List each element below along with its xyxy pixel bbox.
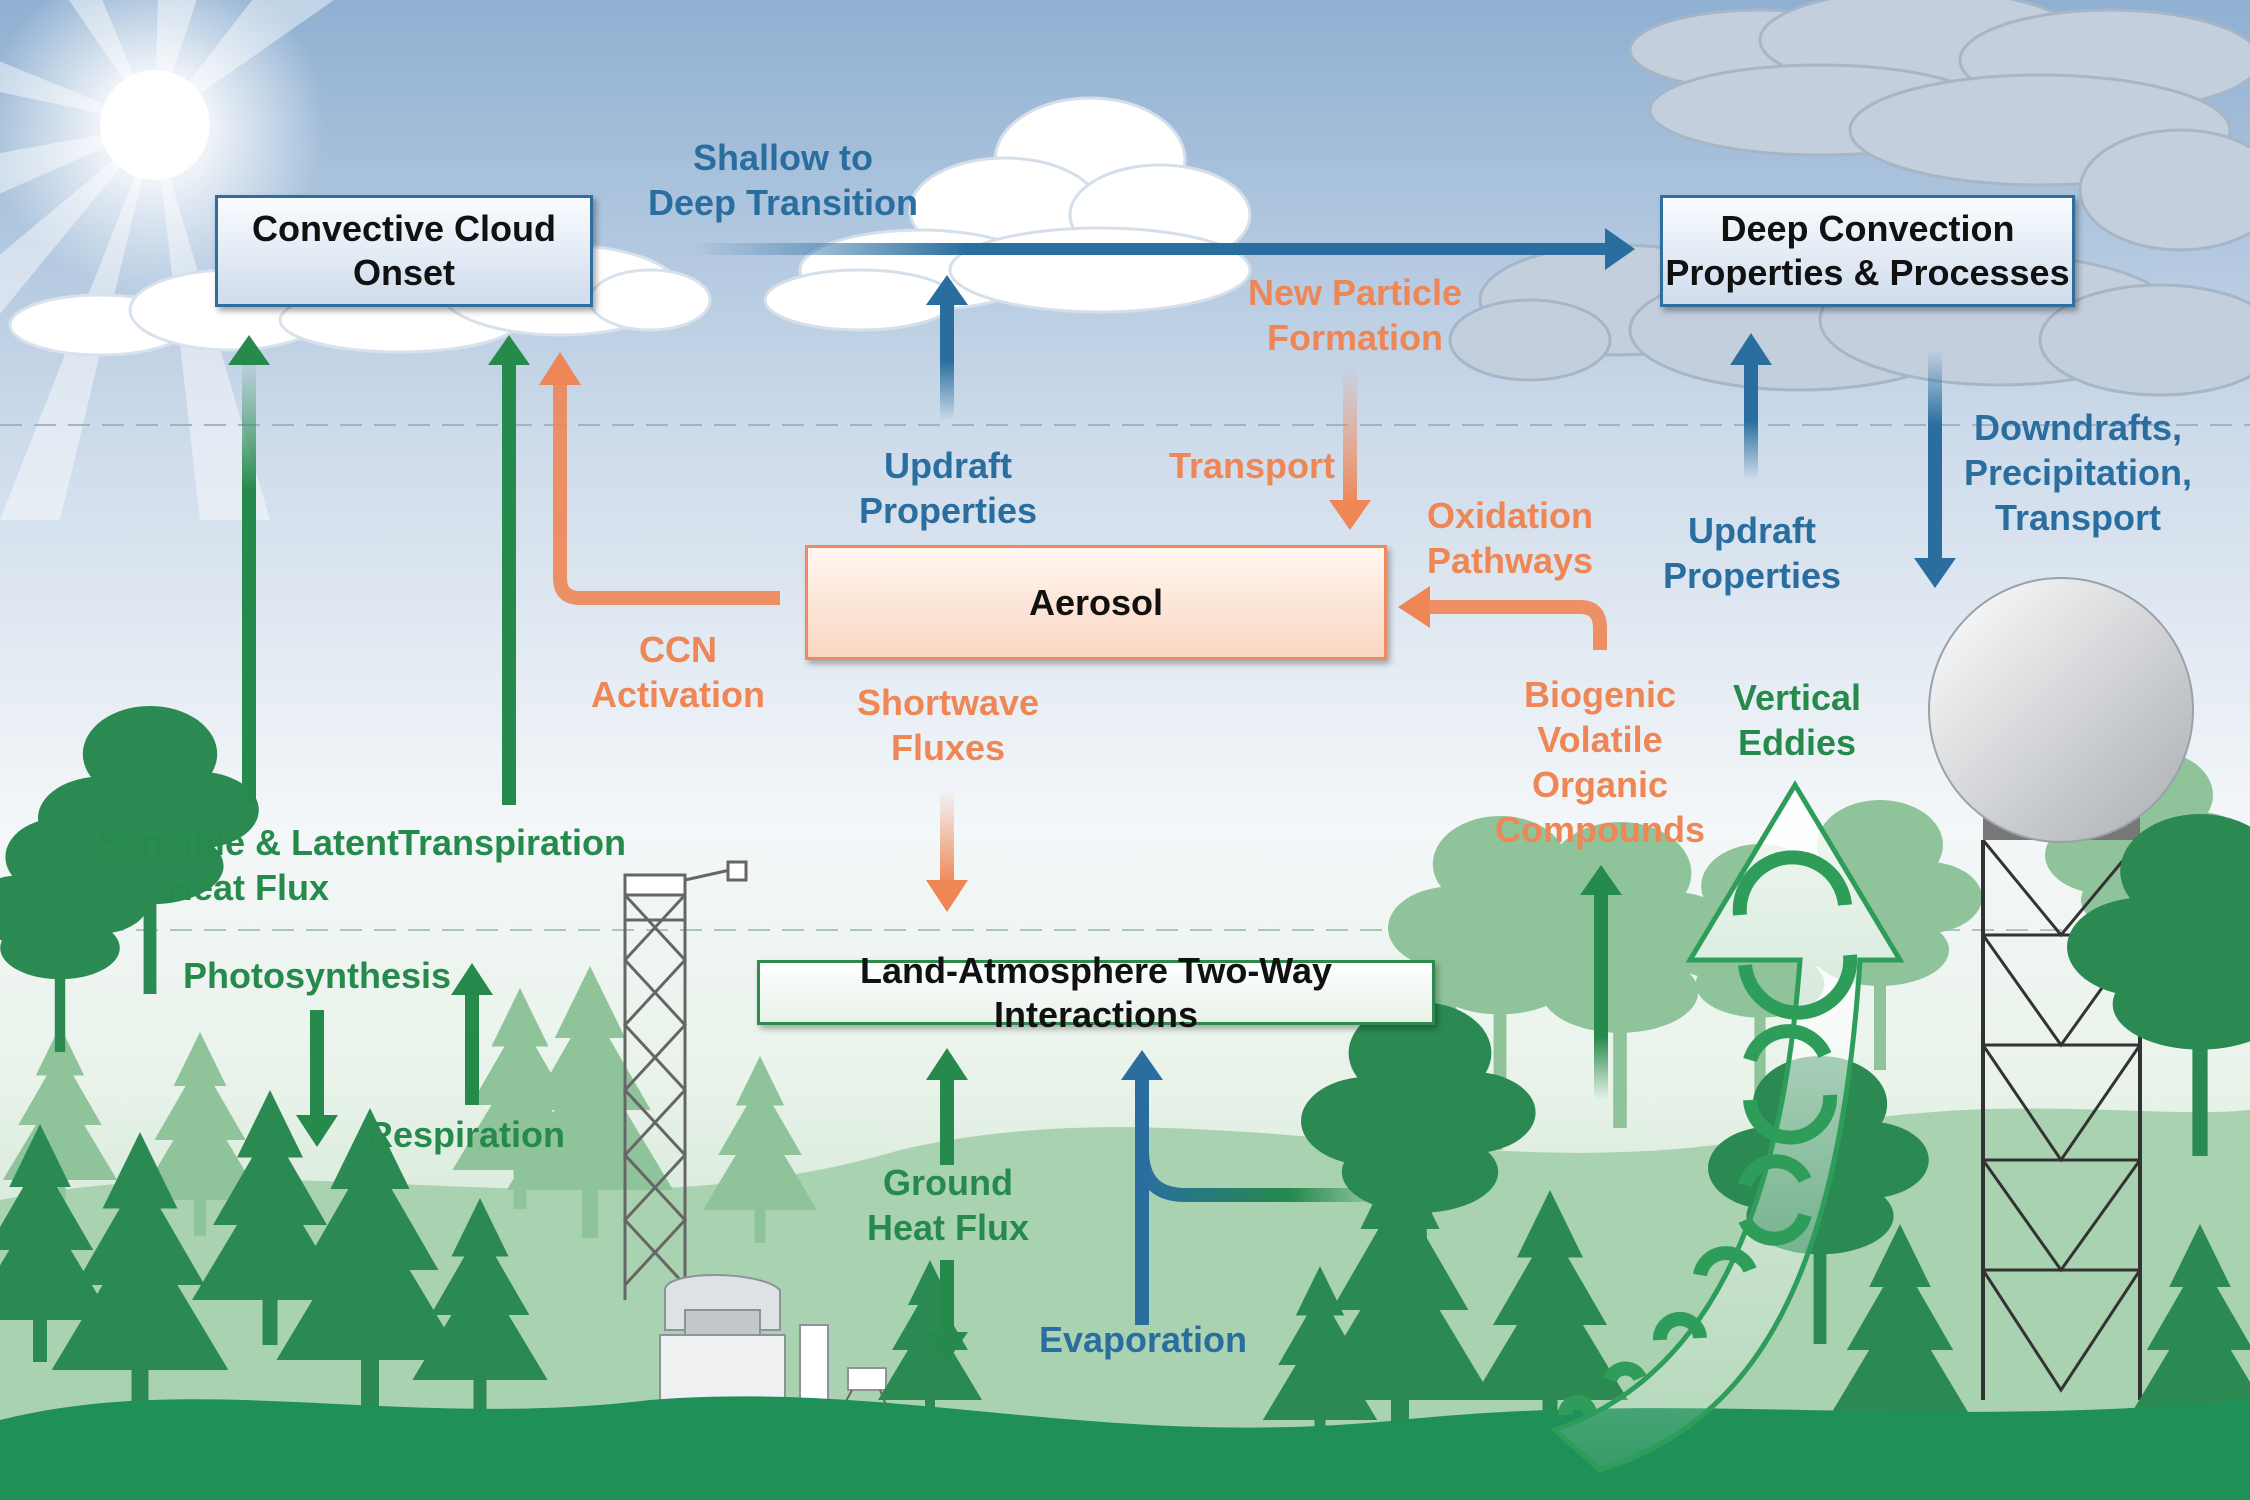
sun-icon: [100, 70, 210, 180]
land-atmosphere-box: Land-Atmosphere Two-Way Interactions: [757, 950, 1435, 1035]
label-vertical-eddies: Vertical Eddies: [1732, 677, 1862, 763]
label-transpiration: Transpiration: [397, 822, 627, 863]
label-evaporation: Evaporation: [1038, 1319, 1248, 1360]
label-shallow-to-deep: Shallow to Deep Transition: [647, 137, 919, 223]
label-biogenic-voc: Biogenic Volatile Organic Compounds: [1495, 674, 1705, 850]
ground-heat-flux-arrow: [926, 1048, 968, 1362]
radar-tower-icon: [1928, 577, 2194, 1400]
aerosol-box: Aerosol: [805, 545, 1387, 660]
updraft-right-arrow: [1730, 333, 1772, 480]
oxidation-arrow: [1398, 586, 1607, 650]
label-transport: Transport: [1168, 445, 1336, 486]
photosynthesis-arrow: [296, 1010, 338, 1147]
transport-arrow: [1329, 365, 1371, 530]
label-ccn-activation: CCN Activation: [590, 629, 766, 715]
label-oxidation-pathways: Oxidation Pathways: [1426, 495, 1594, 581]
label-new-particle-formation: New Particle Formation: [1247, 272, 1463, 358]
label-respiration: Respiration: [366, 1114, 566, 1155]
label-photosynthesis: Photosynthesis: [182, 955, 452, 996]
label-sensible-latent: Sensible & Latent Heat Flux: [96, 822, 400, 908]
updraft-center-arrow: [926, 275, 968, 420]
vertical-eddies-arrow: [1550, 780, 1905, 1473]
shallow-to-deep-arrow: [690, 228, 1635, 270]
label-updraft-properties-center: Updraft Properties: [858, 445, 1038, 531]
biogenic-voc-arrow: [1580, 865, 1622, 1100]
flux-tower-icon: [622, 860, 748, 1300]
evaporation-arrow: [1121, 1050, 1390, 1325]
label-updraft-properties-right: Updraft Properties: [1662, 510, 1842, 596]
label-downdrafts: Downdrafts, Precipitation, Transport: [1963, 407, 2193, 538]
respiration-arrow: [451, 963, 493, 1105]
deep-convection-box: Deep Convection Properties & Processes: [1660, 195, 2075, 307]
ccn-activation-arrow: [539, 352, 780, 605]
convective-cloud-onset-box: Convective Cloud Onset: [215, 195, 593, 307]
sensible-latent-arrow: [228, 335, 270, 805]
transpiration-arrow: [488, 335, 530, 805]
downdraft-arrow: [1914, 350, 1956, 588]
shortwave-arrow: [926, 790, 968, 912]
label-shortwave-fluxes: Shortwave Fluxes: [856, 682, 1040, 768]
label-ground-heat-flux: Ground Heat Flux: [866, 1162, 1030, 1248]
